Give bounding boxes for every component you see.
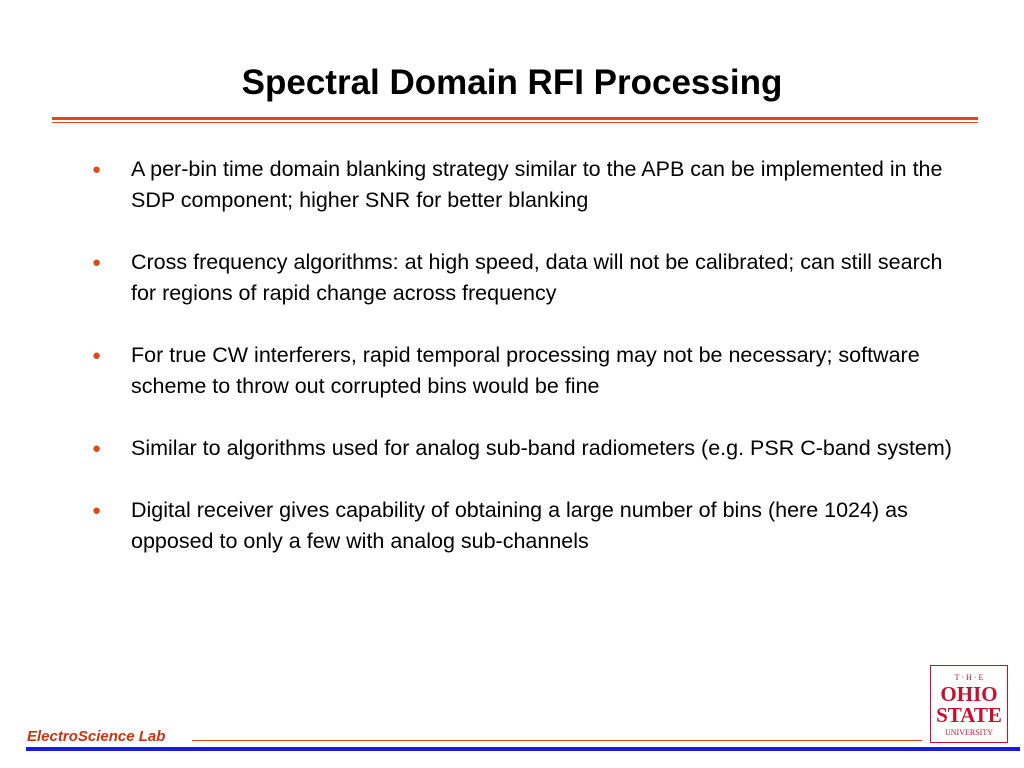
footer-label: ElectroScience Lab bbox=[27, 728, 166, 745]
bullet-text: A per-bin time domain blanking strategy … bbox=[131, 157, 943, 212]
bullet-text: Digital receiver gives capability of obt… bbox=[131, 498, 908, 553]
bullet-item: ● Cross frequency algorithms: at high sp… bbox=[92, 247, 972, 309]
bullet-dot-icon: ● bbox=[92, 502, 102, 519]
bullet-list: ● A per-bin time domain blanking strateg… bbox=[92, 154, 972, 588]
title-divider-thin bbox=[52, 122, 978, 123]
bullet-item: ● A per-bin time domain blanking strateg… bbox=[92, 154, 972, 216]
footer-divider bbox=[192, 740, 922, 741]
bullet-text: Similar to algorithms used for analog su… bbox=[131, 436, 952, 460]
title-divider bbox=[52, 117, 978, 120]
bullet-text: Cross frequency algorithms: at high spee… bbox=[131, 250, 943, 305]
logo-university-text: UNIVERSITY bbox=[945, 728, 993, 737]
bullet-item: ● Digital receiver gives capability of o… bbox=[92, 495, 972, 557]
logo-ohio-text: OHIO bbox=[940, 682, 997, 706]
bullet-item: ● Similar to algorithms used for analog … bbox=[92, 433, 972, 464]
bullet-text: For true CW interferers, rapid temporal … bbox=[131, 343, 920, 398]
ohio-state-university-logo-icon: T · H · E OHIO STATE UNIVERSITY bbox=[930, 665, 1008, 743]
logo-the-text: T · H · E bbox=[955, 673, 984, 682]
footer-bar bbox=[26, 747, 1020, 751]
bullet-dot-icon: ● bbox=[92, 440, 102, 457]
bullet-dot-icon: ● bbox=[92, 254, 102, 271]
slide-title: Spectral Domain RFI Processing bbox=[241, 63, 783, 102]
bullet-dot-icon: ● bbox=[92, 161, 102, 178]
bullet-dot-icon: ● bbox=[92, 347, 102, 364]
bullet-item: ● For true CW interferers, rapid tempora… bbox=[92, 340, 972, 402]
logo-state-text: STATE bbox=[936, 703, 1002, 727]
